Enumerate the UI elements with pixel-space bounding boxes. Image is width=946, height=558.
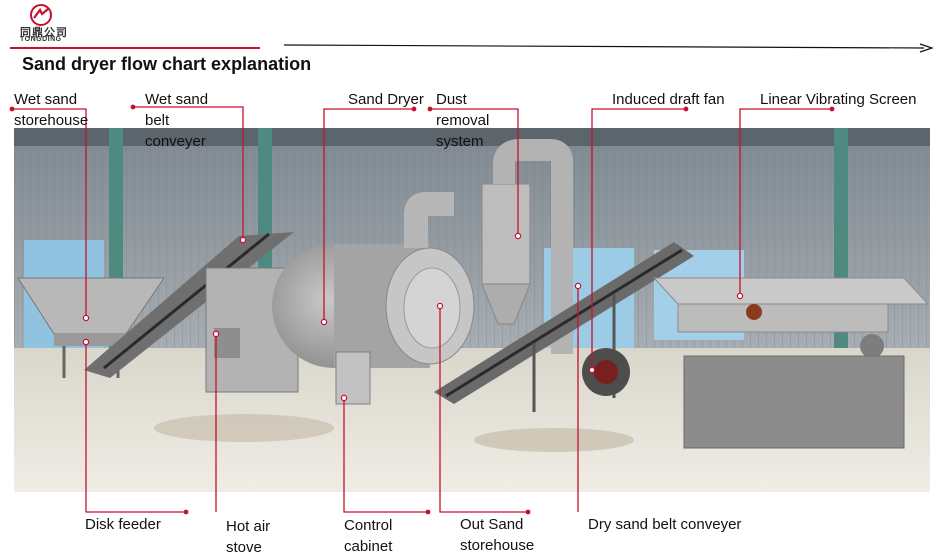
leader-control-cabinet — [343, 398, 428, 513]
leader-wet-sand-storehouse — [12, 108, 87, 318]
label-line: storehouse — [460, 537, 535, 554]
label-line: Dust — [436, 91, 467, 108]
leader-disk-feeder — [85, 342, 186, 513]
label-line: Hot air — [226, 518, 271, 535]
header-arrow-icon — [284, 43, 934, 53]
label-line: removal — [436, 112, 490, 129]
label-out-sand-storehouse: Out Sand storehouse — [460, 514, 534, 556]
label-line: belt — [145, 112, 170, 129]
label-dust-removal-system: Dust removal system — [436, 89, 489, 152]
tongding-logo-icon — [30, 4, 52, 26]
label-line: Wet sand — [14, 91, 78, 108]
page-title: Sand dryer flow chart explanation — [22, 54, 312, 74]
label-line: Wet sand — [145, 91, 209, 108]
logo-chinese-text: 同鼎公司 — [20, 27, 68, 39]
leader-sand-dryer — [323, 108, 414, 322]
label-linear-vibrating-screen: Linear Vibrating Screen — [760, 91, 917, 108]
label-line: Control — [344, 517, 393, 534]
label-disk-feeder: Disk feeder — [85, 516, 161, 533]
label-wet-sand-belt-conveyer: Wet sand belt conveyer — [145, 89, 208, 152]
sand-dryer-production-line-photo — [14, 128, 930, 492]
leader-linear-vibrating-screen — [739, 108, 832, 296]
leader-induced-draft-fan — [591, 108, 686, 370]
label-line: Out Sand — [460, 516, 524, 533]
leader-dust-removal-system — [430, 108, 519, 236]
label-control-cabinet: Control cabinet — [344, 515, 392, 557]
label-induced-draft-fan: Induced draft fan — [612, 91, 725, 108]
label-wet-sand-storehouse: Wet sand storehouse — [14, 89, 88, 131]
label-line: system — [436, 133, 484, 150]
label-line: conveyer — [145, 133, 206, 150]
label-line: cabinet — [344, 538, 393, 555]
label-line: stove — [226, 539, 262, 556]
label-line: storehouse — [14, 112, 89, 129]
logo-english-text: TONGDING — [20, 36, 62, 43]
label-hot-air-stove: Hot air stove — [226, 516, 270, 558]
leader-wet-sand-belt-conveyer — [133, 106, 244, 240]
label-dry-sand-belt-conveyer: Dry sand belt conveyer — [588, 516, 742, 533]
header-accent-line — [10, 47, 260, 49]
leader-out-sand-storehouse — [439, 306, 528, 513]
label-sand-dryer: Sand Dryer — [348, 91, 424, 108]
